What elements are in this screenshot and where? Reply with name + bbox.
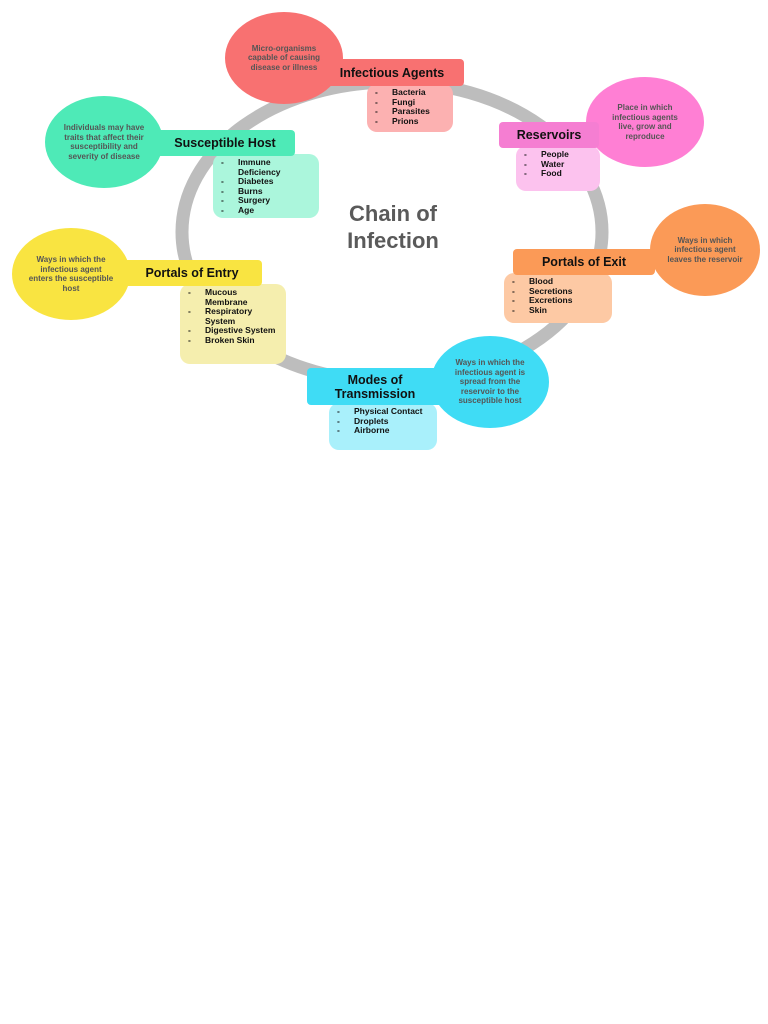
list-item: Diabetes — [221, 177, 313, 187]
list-item: Prions — [375, 116, 447, 127]
susceptible-host-header: Susceptible Host — [155, 130, 295, 156]
infectious-agents-header: Infectious Agents — [320, 59, 464, 86]
modes-of-transmission-list: Physical Contact Droplets Airborne — [329, 403, 437, 450]
list-item: Broken Skin — [188, 335, 280, 346]
list-item: Immune Deficiency — [221, 157, 313, 177]
modes-header-line-2: Transmission — [334, 386, 416, 401]
list-item: Droplets — [337, 416, 431, 427]
reservoirs-header: Reservoirs — [499, 122, 599, 148]
title-line-1: Chain of — [349, 201, 437, 226]
reservoirs-bubble: Place in which infectious agents live, g… — [586, 77, 704, 167]
list-item: Surgery — [221, 196, 313, 206]
portals-of-entry-bubble: Ways in which the infectious agent enter… — [12, 228, 130, 320]
modes-of-transmission-header: Modes of Transmission — [307, 368, 443, 405]
portals-of-exit-header: Portals of Exit — [513, 249, 655, 275]
list-item: Physical Contact — [337, 406, 431, 417]
list-item: Bacteria — [375, 87, 447, 98]
reservoirs-list: People Water Food — [516, 146, 600, 191]
portals-of-entry-header: Portals of Entry — [122, 260, 262, 286]
infectious-agents-list: Bacteria Fungi Parasites Prions — [367, 84, 453, 132]
list-item: Digestive System — [188, 326, 280, 336]
list-item: Parasites — [375, 107, 447, 117]
list-item: Water — [524, 159, 594, 170]
list-item: Blood — [512, 276, 606, 287]
title-line-2: Infection — [347, 228, 439, 253]
susceptible-host-list: Immune Deficiency Diabetes Burns Surgery… — [213, 154, 319, 218]
list-item: People — [524, 149, 594, 160]
list-item: Respiratory System — [188, 306, 280, 326]
portals-of-exit-list: Blood Secretions Excretions Skin — [504, 273, 612, 323]
list-item: Excretions — [512, 296, 606, 306]
portals-of-exit-bubble: Ways in which infectious agent leaves th… — [650, 204, 760, 296]
portals-of-entry-list: Mucous Membrane Respiratory System Diges… — [180, 284, 286, 364]
modes-of-transmission-bubble: Ways in which the infectious agent is sp… — [431, 336, 549, 428]
list-item: Airborne — [337, 426, 431, 436]
list-item: Age — [221, 205, 313, 216]
susceptible-host-bubble: Individuals may have traits that affect … — [45, 96, 163, 188]
infectious-agents-bubble: Micro-organisms capable of causing disea… — [225, 12, 343, 104]
list-item: Secretions — [512, 286, 606, 297]
diagram-title: Chain of Infection — [300, 200, 486, 254]
list-item: Mucous Membrane — [188, 287, 280, 307]
list-item: Fungi — [375, 97, 447, 108]
list-item: Skin — [512, 305, 606, 316]
modes-header-line-1: Modes of — [347, 372, 403, 387]
list-item: Burns — [221, 186, 313, 197]
list-item: Food — [524, 169, 594, 179]
